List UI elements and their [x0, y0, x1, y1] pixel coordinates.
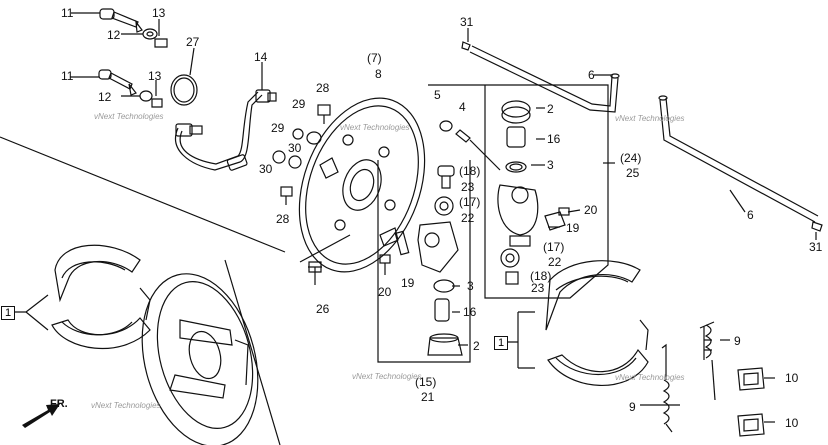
cylinder-stack-right: [497, 100, 539, 247]
brake-shoes-left: [51, 244, 151, 350]
callout-10: 10: [785, 416, 799, 430]
callout-28: 28: [276, 212, 290, 226]
clip-31-bottom: [811, 221, 823, 232]
callout-4: 4: [459, 100, 466, 114]
brake-pipe-6-long: [658, 95, 819, 223]
callout-21: 21: [421, 390, 435, 404]
callout-20: 20: [584, 203, 598, 217]
callout-26: 26: [316, 302, 330, 316]
callout-27: 27: [186, 35, 200, 49]
callout-29: 29: [271, 121, 285, 135]
callout-22: 22: [548, 255, 562, 269]
callout-20: 20: [378, 285, 392, 299]
callout-13: 13: [152, 6, 166, 20]
frame-line-top: [0, 136, 286, 253]
fasteners-28-29-30: [272, 104, 331, 285]
bleeder-group-top: [71, 8, 168, 48]
watermark: vNext Technologies: [615, 373, 685, 382]
frame-line-right: [224, 259, 281, 445]
callout-7: (7): [367, 51, 382, 65]
clip-10-bottom: [737, 413, 765, 437]
callout-22: 22: [461, 211, 475, 225]
callout-31: 31: [809, 240, 823, 254]
callout-12: 12: [98, 90, 112, 104]
bracket-15-21: [377, 160, 471, 363]
spring-9-top: [699, 321, 716, 401]
o-ring-27: [170, 74, 198, 106]
callout-29: 29: [292, 97, 306, 111]
callout-24: (24): [620, 151, 642, 165]
bleeder-group-middle: [70, 69, 163, 108]
callout-14: 14: [254, 50, 268, 64]
callout-11: 11: [61, 6, 74, 20]
callout-6: 6: [588, 68, 595, 82]
bleeder-4-5: [439, 120, 501, 171]
callout-3: 3: [547, 158, 554, 172]
callout-8: 8: [375, 67, 382, 81]
callout-18: (18): [459, 164, 481, 178]
callout-23: 23: [461, 180, 475, 194]
boxed-callout-1: 1: [1, 306, 15, 320]
callout-19: 19: [401, 276, 415, 290]
brake-hose-14: [175, 62, 277, 171]
callout-16: 16: [547, 132, 561, 146]
cylinder-stack-left: [379, 165, 463, 356]
callout-10: 10: [785, 371, 799, 385]
front-direction-label: FR.: [50, 398, 68, 410]
callout-9: 9: [629, 400, 636, 414]
brake-drum: [141, 273, 259, 445]
bracket-1-left: [14, 294, 49, 331]
callout-23: 23: [531, 281, 545, 295]
watermark: vNext Technologies: [615, 114, 685, 123]
watermark: vNext Technologies: [91, 401, 161, 410]
watermark: vNext Technologies: [340, 123, 410, 132]
watermark: vNext Technologies: [94, 112, 164, 121]
brake-pipe-6-top: [469, 45, 620, 113]
callout-31: 31: [460, 15, 474, 29]
callout-15: (15): [415, 375, 437, 389]
callout-3: 3: [467, 279, 474, 293]
backing-plate-top: [298, 97, 426, 273]
boxed-callout-1: 1: [494, 336, 508, 350]
callout-30: 30: [259, 162, 273, 176]
callout-11: 11: [61, 69, 74, 83]
callout-25: 25: [626, 166, 640, 180]
callout-28: 28: [316, 81, 330, 95]
callout-12: 12: [107, 28, 121, 42]
callout-6: 6: [747, 208, 754, 222]
brake-shoes-right: [545, 260, 649, 386]
callout-19: 19: [566, 221, 580, 235]
callout-18: (18): [530, 269, 552, 283]
callout-2: 2: [547, 102, 554, 116]
watermark: vNext Technologies: [352, 372, 422, 381]
callout-30: 30: [288, 141, 302, 155]
callout-13: 13: [148, 69, 162, 83]
callout-17: (17): [543, 240, 565, 254]
clip-31-top: [461, 41, 471, 51]
callout-2: 2: [473, 339, 480, 353]
callout-5: 5: [434, 88, 441, 102]
clip-10-top: [737, 367, 765, 391]
bracket-1-right: [508, 311, 535, 369]
callout-9: 9: [734, 334, 741, 348]
bracket-24-25: [428, 84, 615, 299]
callout-17: (17): [459, 195, 481, 209]
spring-9-bottom: [661, 343, 673, 433]
front-direction-arrow: [22, 404, 60, 428]
callout-16: 16: [463, 305, 477, 319]
